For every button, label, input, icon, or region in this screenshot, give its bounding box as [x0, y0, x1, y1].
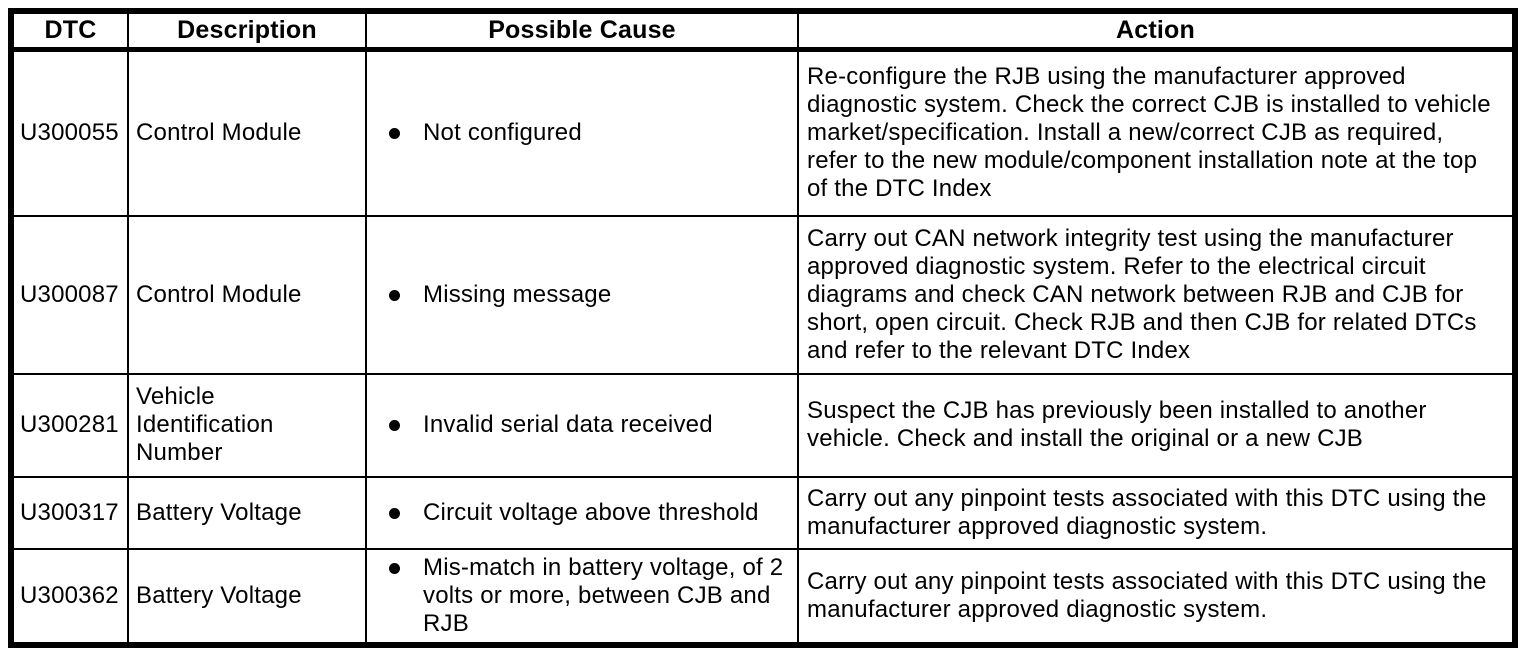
column-header-possible-cause: Possible Cause: [365, 10, 799, 52]
action-text: Suspect the CJB has previously been inst…: [807, 397, 1427, 452]
table-row: U300281 Vehicle Identification Number In…: [10, 372, 1516, 478]
dtc-code: U300362: [20, 581, 119, 609]
column-header-dtc: DTC: [10, 10, 129, 52]
cause-list: Missing message: [387, 281, 789, 309]
description-cell: Control Module: [127, 214, 367, 375]
dtc-code-cell: U300055: [10, 48, 129, 217]
dtc-code-cell: U300087: [10, 214, 129, 375]
table-row: U300362 Battery Voltage Mis-match in bat…: [10, 547, 1516, 646]
dtc-code: U300281: [20, 411, 119, 438]
cause-list-item: Mis-match in battery voltage, of 2 volts…: [387, 554, 789, 638]
table-row: U300317 Battery Voltage Circuit voltage …: [10, 475, 1516, 550]
cause-list: Invalid serial data received: [387, 411, 789, 439]
column-header-action: Action: [797, 10, 1516, 52]
bullet-icon: [389, 562, 400, 574]
action-text: Carry out CAN network integrity test usi…: [807, 224, 1477, 364]
description-cell: Control Module: [127, 48, 367, 217]
cause-text: Mis-match in battery voltage, of 2 volts…: [423, 553, 784, 637]
dtc-code-cell: U300362: [10, 547, 129, 646]
action-text: Carry out any pinpoint tests associated …: [807, 484, 1487, 540]
cause-list: Circuit voltage above threshold: [387, 499, 789, 527]
description-text: Battery Voltage: [136, 498, 302, 526]
description-cell: Battery Voltage: [127, 547, 367, 646]
action-text: Carry out any pinpoint tests associated …: [807, 567, 1487, 623]
action-cell: Re-configure the RJB using the manufactu…: [797, 48, 1516, 217]
action-cell: Suspect the CJB has previously been inst…: [797, 372, 1516, 478]
possible-cause-cell: Invalid serial data received: [365, 372, 799, 478]
possible-cause-cell: Missing message: [365, 214, 799, 375]
description-text: Control Module: [136, 280, 302, 308]
cause-list: Not configured: [387, 119, 789, 147]
possible-cause-cell: Mis-match in battery voltage, of 2 volts…: [365, 547, 799, 646]
column-header-description: Description: [127, 10, 367, 52]
cause-list-item: Invalid serial data received: [387, 411, 789, 439]
cause-text: Invalid serial data received: [423, 411, 713, 438]
description-text: Control Module: [136, 119, 302, 147]
dtc-code: U300055: [20, 119, 119, 147]
possible-cause-cell: Not configured: [365, 48, 799, 217]
cause-text: Circuit voltage above threshold: [423, 498, 759, 526]
action-cell: Carry out any pinpoint tests associated …: [797, 475, 1516, 550]
description-cell: Vehicle Identification Number: [127, 372, 367, 478]
dtc-code: U300087: [20, 280, 119, 308]
action-text: Re-configure the RJB using the manufactu…: [807, 63, 1491, 203]
cause-text: Missing message: [423, 280, 612, 308]
cause-list-item: Not configured: [387, 119, 789, 147]
table-row: U300055 Control Module Not configured Re…: [10, 48, 1516, 217]
possible-cause-cell: Circuit voltage above threshold: [365, 475, 799, 550]
action-cell: Carry out any pinpoint tests associated …: [797, 547, 1516, 646]
bullet-icon: [389, 128, 400, 140]
dtc-index-table: DTC Description Possible Cause Action U3…: [8, 8, 1518, 648]
cause-text: Not configured: [423, 119, 582, 147]
description-text: Vehicle Identification Number: [136, 383, 274, 466]
dtc-table-body: U300055 Control Module Not configured Re…: [10, 48, 1516, 646]
action-cell: Carry out CAN network integrity test usi…: [797, 214, 1516, 375]
dtc-code: U300317: [20, 498, 119, 526]
cause-list-item: Circuit voltage above threshold: [387, 499, 789, 527]
dtc-code-cell: U300281: [10, 372, 129, 478]
header-row: DTC Description Possible Cause Action: [10, 10, 1516, 52]
cause-list-item: Missing message: [387, 281, 789, 309]
description-cell: Battery Voltage: [127, 475, 367, 550]
dtc-code-cell: U300317: [10, 475, 129, 550]
bullet-icon: [389, 420, 400, 431]
cause-list: Mis-match in battery voltage, of 2 volts…: [387, 554, 789, 638]
bullet-icon: [389, 507, 400, 519]
bullet-icon: [389, 289, 400, 301]
table-row: U300087 Control Module Missing message C…: [10, 214, 1516, 375]
description-text: Battery Voltage: [136, 581, 302, 609]
